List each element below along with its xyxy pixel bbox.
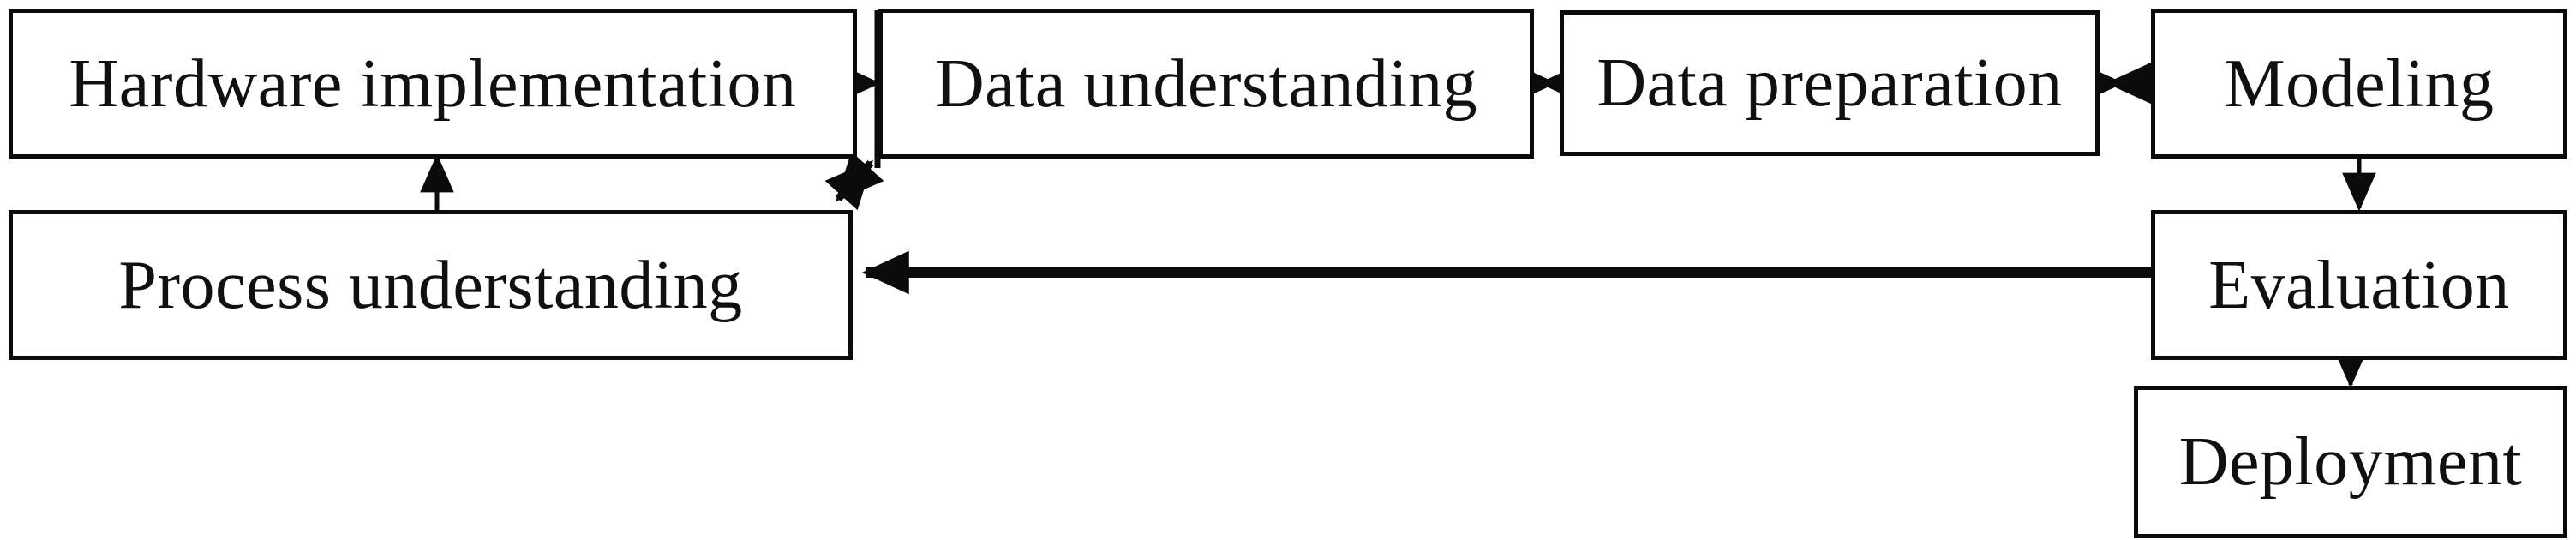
node-label: Modeling: [2224, 45, 2495, 122]
node-label: Deployment: [2178, 424, 2523, 500]
node-data-understanding[interactable]: Data understanding: [878, 9, 1534, 159]
node-label: Evaluation: [2208, 247, 2510, 323]
node-process-understanding[interactable]: Process understanding: [9, 210, 853, 360]
node-label: Data preparation: [1597, 45, 2063, 121]
node-deployment[interactable]: Deployment: [2134, 386, 2567, 538]
node-evaluation[interactable]: Evaluation: [2151, 210, 2567, 360]
node-label: Hardware implementation: [69, 45, 797, 122]
node-hardware-implementation[interactable]: Hardware implementation: [9, 9, 857, 159]
node-modeling[interactable]: Modeling: [2151, 9, 2567, 159]
node-label: Process understanding: [118, 247, 743, 323]
node-data-preparation[interactable]: Data preparation: [1560, 10, 2100, 156]
edge-process-to-data-understanding: [824, 151, 884, 211]
node-label: Data understanding: [934, 45, 1478, 122]
